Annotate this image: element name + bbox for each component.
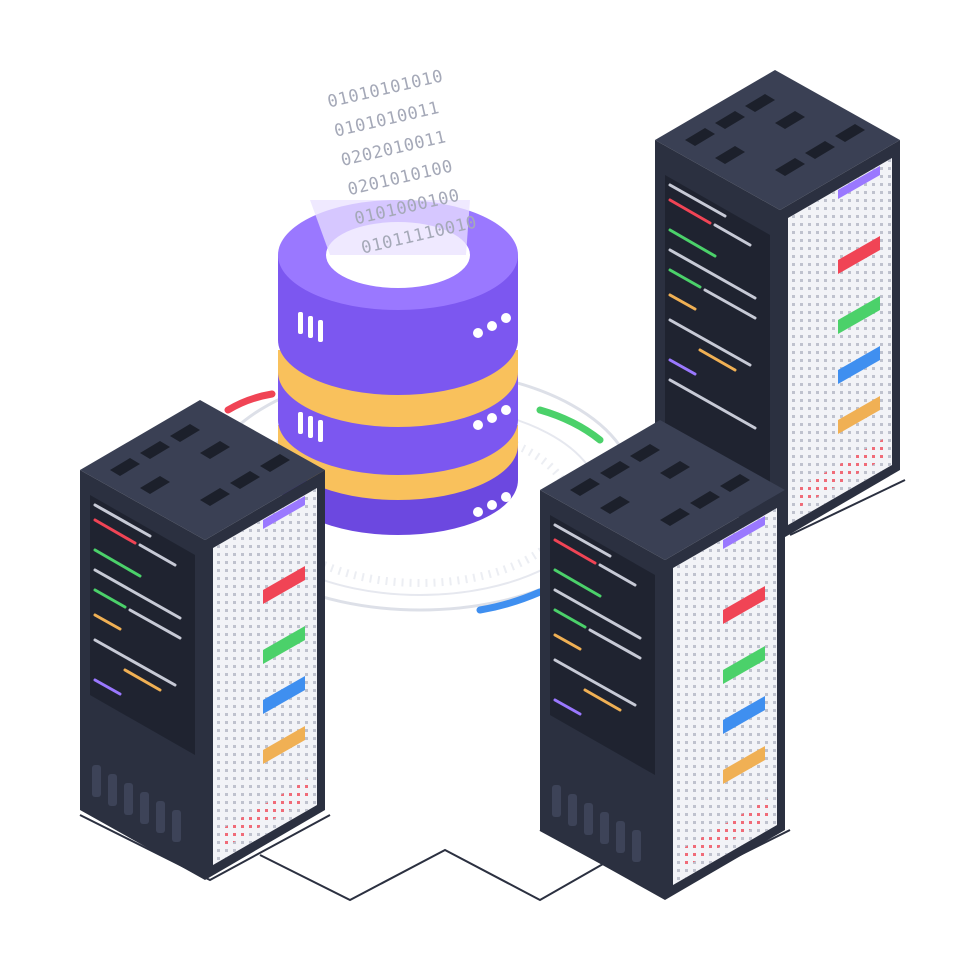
server-rack-icon [80, 400, 325, 880]
database-status-lights [298, 312, 511, 517]
server-rack-icon [540, 420, 785, 900]
server-rack-icon [655, 70, 900, 540]
database-icon [278, 200, 518, 535]
